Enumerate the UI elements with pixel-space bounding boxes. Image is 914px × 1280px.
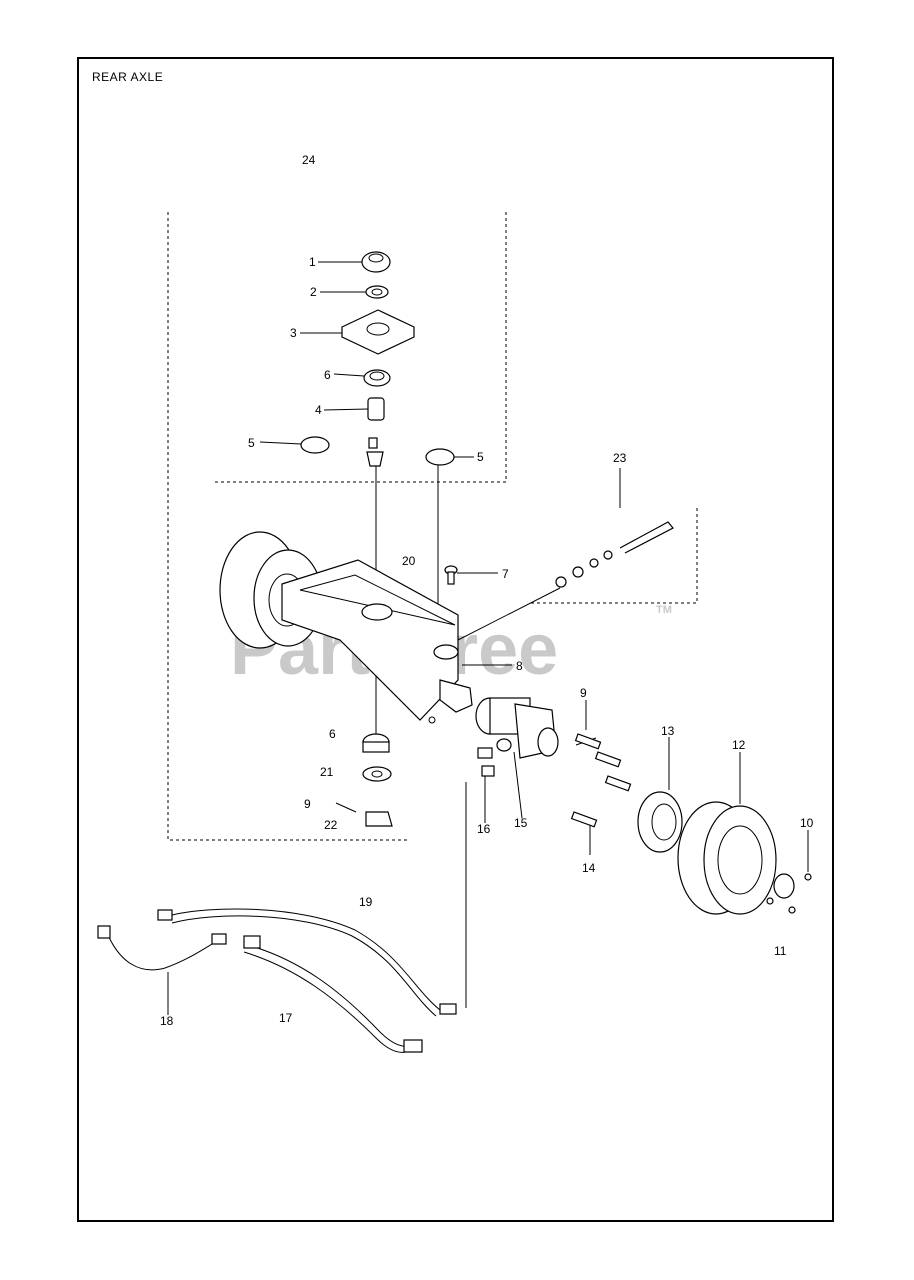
part-21-washer (362, 766, 392, 782)
callout-23: 23 (613, 451, 627, 465)
callout-6-lower: 6 (329, 727, 336, 741)
callout-5-right: 5 (477, 450, 484, 464)
part-16-fittings (477, 747, 495, 777)
part-17-hose (243, 935, 423, 1053)
part-20-axle-beam (219, 531, 473, 724)
callout-2: 2 (310, 285, 317, 299)
part-3-bearing-plate (341, 309, 415, 355)
callout-20: 20 (402, 554, 416, 568)
part-6-bearing-lower (362, 733, 390, 753)
diagram-title: REAR AXLE (92, 70, 164, 84)
callout-9-upper: 9 (580, 686, 587, 700)
callout-18: 18 (160, 1014, 174, 1028)
part-4-bushing (367, 397, 385, 421)
callout-22: 22 (324, 818, 338, 832)
part-22-nut (365, 811, 393, 827)
callout-11: 11 (774, 944, 787, 958)
callout-10: 10 (800, 816, 814, 830)
part-15-wheel-motor (475, 697, 559, 759)
part-14-bolts (570, 733, 632, 828)
callout-8: 8 (516, 659, 523, 673)
kit-23-boundary (530, 508, 698, 604)
diagram-frame (77, 57, 834, 1222)
part-6-bearing-upper (363, 369, 391, 387)
part-12-tire (677, 801, 777, 915)
part-10-lug-nuts (766, 873, 812, 914)
watermark-tm: TM (656, 604, 672, 616)
kit-24-boundary (167, 212, 507, 841)
callout-24: 24 (302, 153, 316, 167)
callout-17: 17 (279, 1011, 293, 1025)
part-13-hub (637, 791, 683, 853)
pivot-pin (366, 437, 384, 467)
part-1-nut (361, 251, 391, 273)
callout-21: 21 (320, 765, 334, 779)
part-11-hub-cap (773, 873, 795, 899)
callout-4: 4 (315, 403, 322, 417)
callout-14: 14 (582, 861, 596, 875)
part-23-rod (457, 521, 674, 641)
part-9-pin-lower (335, 802, 357, 813)
callout-16: 16 (477, 822, 491, 836)
callout-3: 3 (290, 326, 297, 340)
part-5-cap-left (300, 436, 330, 454)
callout-9-lower: 9 (304, 797, 311, 811)
callout-1: 1 (309, 255, 316, 269)
callout-15: 15 (514, 816, 528, 830)
part-18-hose (97, 925, 227, 971)
callout-12: 12 (732, 738, 746, 752)
part-2-washer (365, 285, 389, 299)
callout-6-upper: 6 (324, 368, 331, 382)
callout-13: 13 (661, 724, 675, 738)
callout-5-left: 5 (248, 436, 255, 450)
callout-19: 19 (359, 895, 373, 909)
callout-7: 7 (502, 567, 509, 581)
part-19-hose (157, 908, 457, 1017)
leader-lines (167, 261, 809, 1015)
part-7-bolt (444, 565, 458, 585)
part-5-cap-right (425, 448, 455, 466)
